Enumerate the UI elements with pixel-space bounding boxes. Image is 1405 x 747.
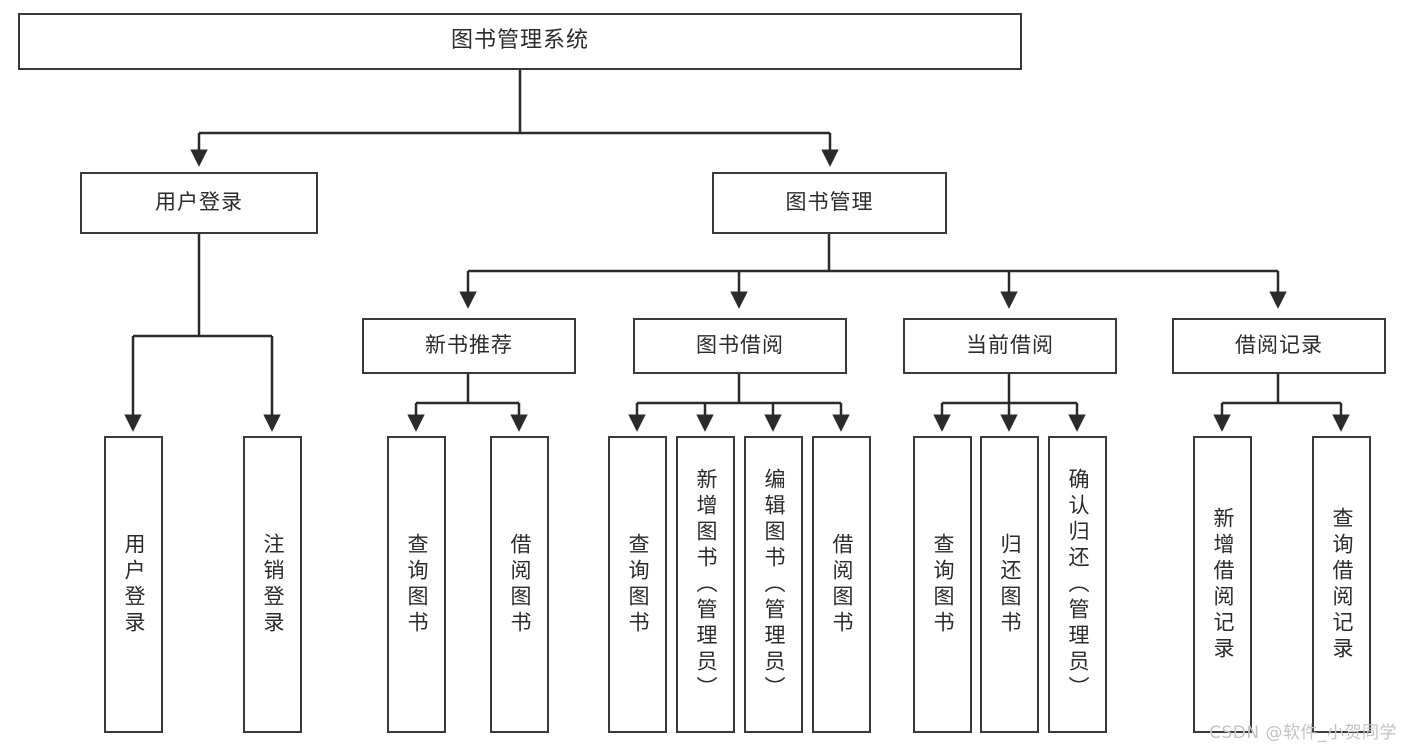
leaf-label: 借阅图书 [508,532,532,637]
leaf-label: 借阅图书 [830,532,854,637]
leaf-label: 编辑图书（管理员） [762,467,786,702]
node-book-borrow[interactable]: 图书借阅 [633,318,847,374]
leaf-label: 确认归还（管理员） [1066,467,1090,702]
leaf-label: 归还图书 [998,532,1022,637]
node-new-book-recommend-label: 新书推荐 [425,333,513,358]
node-borrow-record-label: 借阅记录 [1235,333,1323,358]
leaf-borrow-record-query[interactable]: 查询借阅记录 [1312,436,1371,733]
leaf-book-borrow-query[interactable]: 查询图书 [608,436,667,733]
leaf-label: 新增借阅记录 [1211,506,1235,663]
node-book-borrow-label: 图书借阅 [696,333,784,358]
leaf-label: 用户登录 [122,532,146,637]
leaf-borrow-record-add[interactable]: 新增借阅记录 [1193,436,1252,733]
node-root-label: 图书管理系统 [450,28,589,54]
leaf-book-borrow-edit[interactable]: 编辑图书（管理员） [744,436,803,733]
leaf-user-login-login[interactable]: 用户登录 [104,436,163,733]
leaf-label: 新增图书（管理员） [694,467,718,702]
node-current-borrow[interactable]: 当前借阅 [903,318,1117,374]
leaf-new-book-borrow[interactable]: 借阅图书 [490,436,549,733]
node-book-management-label: 图书管理 [785,190,874,215]
leaf-label: 查询图书 [626,532,650,637]
leaf-label: 查询图书 [405,532,429,637]
leaf-current-borrow-return[interactable]: 归还图书 [980,436,1039,733]
leaf-label: 注销登录 [261,532,285,637]
csdn-watermark: CSDN @软件_小贺同学 [1209,723,1397,743]
leaf-new-book-query[interactable]: 查询图书 [387,436,446,733]
node-current-borrow-label: 当前借阅 [966,333,1054,358]
node-new-book-recommend[interactable]: 新书推荐 [362,318,576,374]
node-borrow-record[interactable]: 借阅记录 [1172,318,1386,374]
node-book-management[interactable]: 图书管理 [712,172,947,234]
node-root[interactable]: 图书管理系统 [18,13,1022,70]
leaf-user-login-logout[interactable]: 注销登录 [243,436,302,733]
leaf-book-borrow-borrow[interactable]: 借阅图书 [812,436,871,733]
leaf-label: 查询图书 [931,532,955,637]
leaf-book-borrow-add[interactable]: 新增图书（管理员） [676,436,735,733]
node-user-login-label: 用户登录 [155,190,243,215]
leaf-current-borrow-query[interactable]: 查询图书 [913,436,972,733]
leaf-label: 查询借阅记录 [1330,506,1354,663]
leaf-current-borrow-confirm[interactable]: 确认归还（管理员） [1048,436,1107,733]
node-user-login[interactable]: 用户登录 [80,172,318,234]
